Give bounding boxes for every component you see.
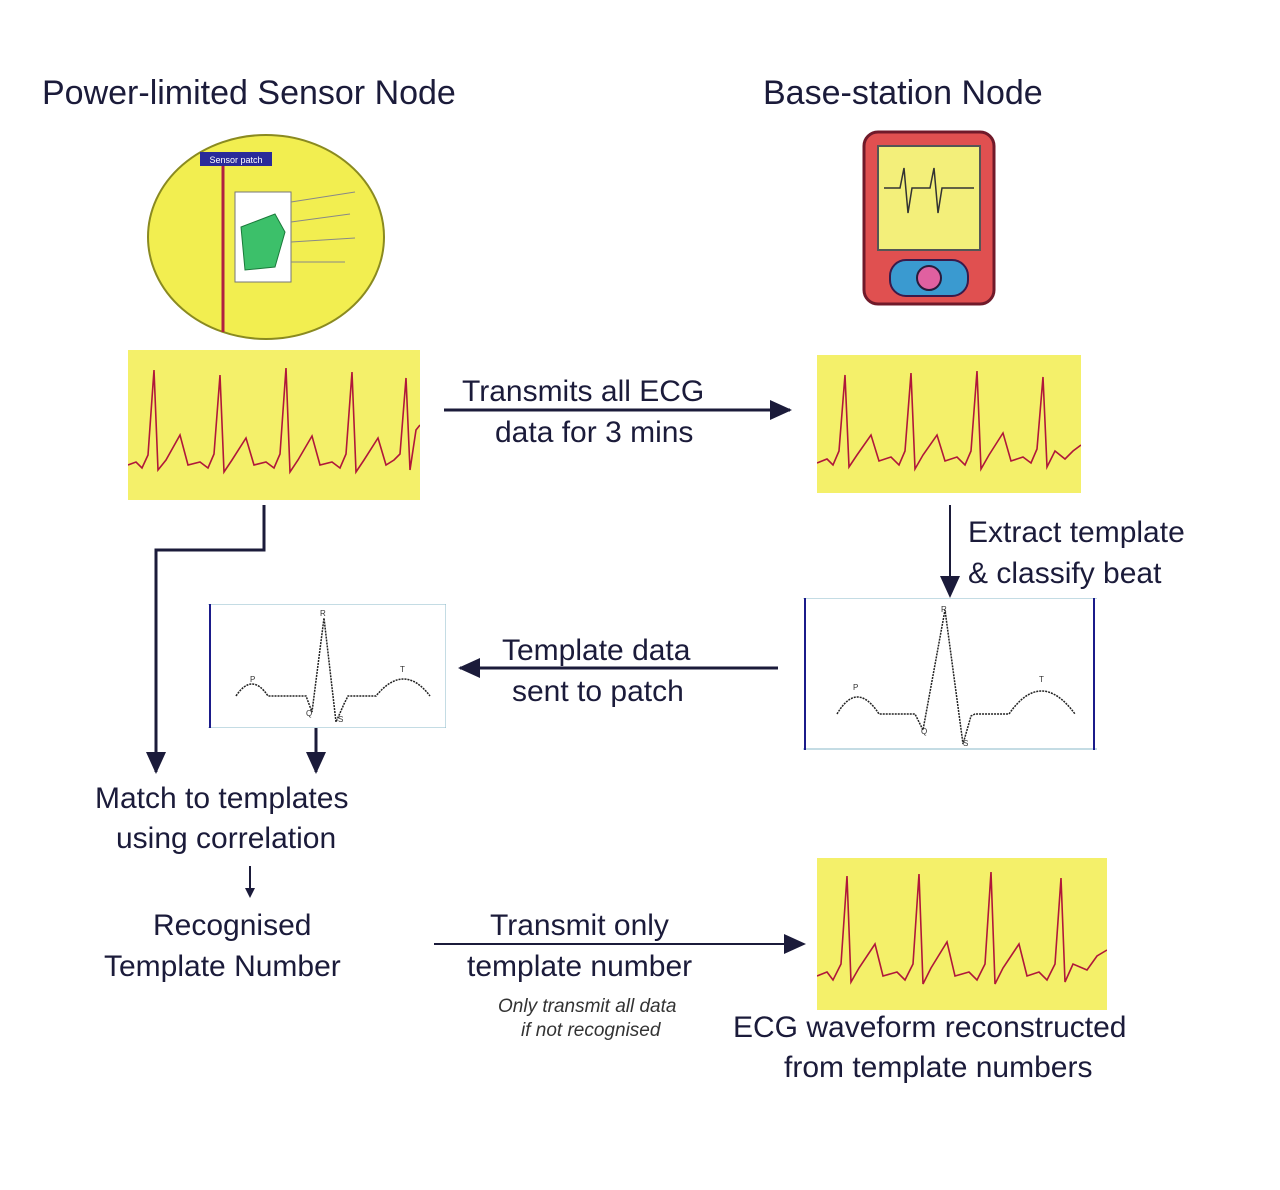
- template-sent-label-line1: Template data: [502, 634, 691, 667]
- patch-badge-label: Sensor patch: [209, 155, 262, 165]
- base-template-p: P: [853, 683, 858, 692]
- sensor-patch-image: Sensor patch: [147, 134, 385, 340]
- extract-label-line2: & classify beat: [968, 557, 1162, 590]
- template-sent-label-line2: sent to patch: [512, 675, 684, 708]
- recognised-label-line2: Template Number: [104, 950, 341, 983]
- base-template-box: P R Q S T: [803, 598, 1097, 750]
- base-template-r: R: [941, 605, 947, 614]
- base-station-title: Base-station Node: [763, 74, 1043, 112]
- transmit-only-label-line1: Transmit only: [490, 909, 669, 942]
- arrow-ecg-to-match: [146, 505, 266, 774]
- base-template-t: T: [1039, 675, 1044, 684]
- base-template-waveform: P R Q S T: [803, 598, 1097, 750]
- fallback-note-line1: Only transmit all data: [498, 996, 677, 1017]
- reconstructed-label-line1: ECG waveform reconstructed: [733, 1011, 1127, 1044]
- base-ecg-strip: [817, 355, 1081, 493]
- extract-label-line1: Extract template: [968, 516, 1185, 549]
- transmit-only-label-line2: template number: [467, 950, 693, 983]
- reconstructed-ecg-trace: [817, 871, 1107, 985]
- match-label-line1: Match to templates: [95, 782, 349, 815]
- reconstructed-ecg-strip: [817, 858, 1107, 1010]
- recognised-label-line1: Recognised: [153, 909, 312, 942]
- base-ecg-trace: [817, 370, 1081, 472]
- sensor-template-waveform: P R Q S T: [208, 604, 446, 728]
- sensor-ecg-strip: [128, 350, 420, 500]
- fallback-note-line2: if not recognised: [521, 1020, 661, 1041]
- sensor-ecg-trace: [128, 367, 420, 475]
- sensor-template-r: R: [320, 609, 326, 618]
- sensor-node-title: Power-limited Sensor Node: [42, 74, 456, 112]
- sensor-template-p: P: [250, 675, 255, 684]
- base-template-q: Q: [921, 727, 927, 736]
- sensor-template-box: P R Q S T: [208, 604, 446, 728]
- match-label-line2: using correlation: [116, 822, 337, 855]
- transmit-all-label-line2: data for 3 mins: [495, 416, 694, 449]
- transmit-all-label-line1: Transmits all ECG: [462, 375, 705, 408]
- sensor-template-q: Q: [306, 709, 312, 718]
- reconstructed-label-line2: from template numbers: [784, 1051, 1093, 1084]
- sensor-template-s: S: [338, 715, 343, 724]
- sensor-template-t: T: [400, 665, 405, 674]
- base-template-s: S: [963, 739, 968, 748]
- base-station-device-image: [862, 130, 996, 306]
